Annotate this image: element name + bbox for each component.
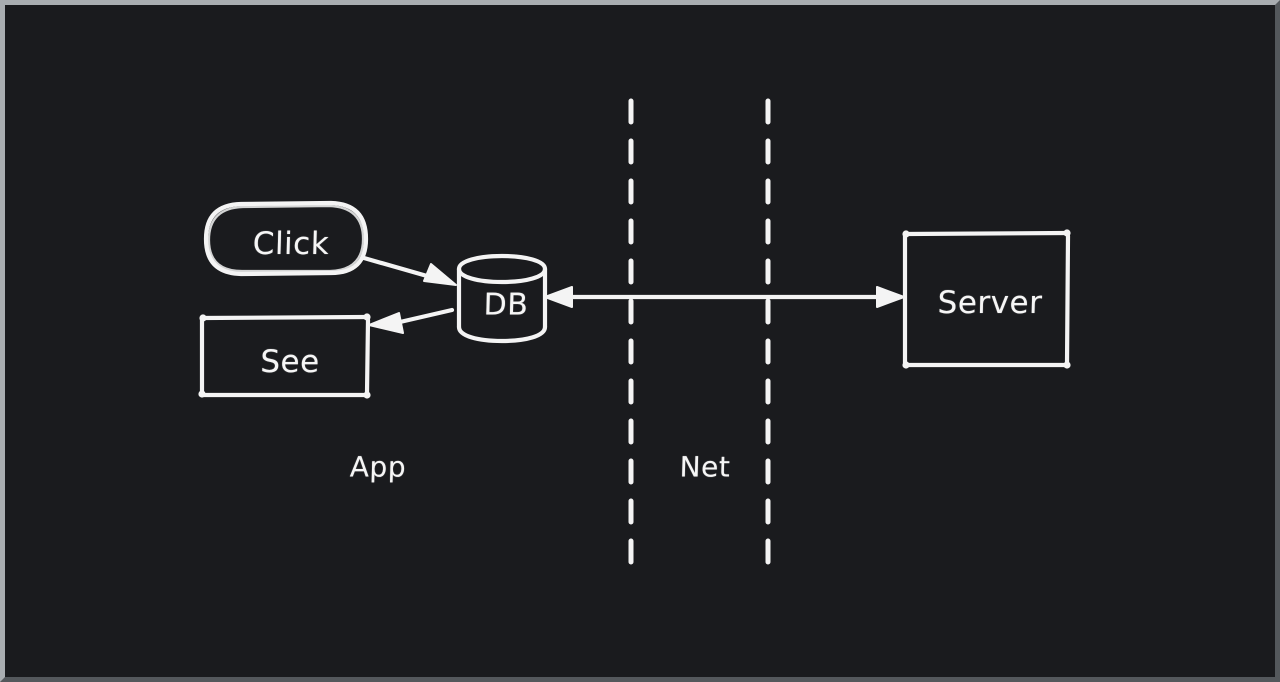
edge-click-to-db[interactable] bbox=[361, 255, 457, 286]
corner-dot bbox=[363, 313, 371, 321]
region-label-net: Net bbox=[679, 450, 731, 484]
corner-dot bbox=[902, 230, 910, 238]
node-click-shape[interactable] bbox=[203, 200, 369, 277]
corner-dot bbox=[902, 361, 910, 369]
corner-dot bbox=[1063, 361, 1071, 369]
node-label-db: DB bbox=[483, 287, 529, 323]
edge-db-to-see[interactable] bbox=[368, 307, 455, 334]
region-label-app: App bbox=[349, 450, 407, 484]
diagram-canvas[interactable]: Click See DB Server App Net bbox=[5, 5, 1275, 677]
corner-dot bbox=[198, 390, 206, 398]
node-see-shape[interactable] bbox=[198, 313, 371, 399]
arrowhead-icon bbox=[368, 312, 404, 334]
node-label-see: See bbox=[259, 344, 321, 380]
arrowhead-icon bbox=[423, 263, 457, 286]
edge-db-server-link[interactable] bbox=[544, 286, 905, 308]
corner-dot bbox=[1063, 229, 1071, 237]
corner-dot bbox=[199, 314, 207, 322]
arrowhead-icon bbox=[544, 286, 573, 308]
arrowhead-icon bbox=[876, 286, 905, 308]
node-label-server: Server bbox=[937, 285, 1043, 321]
node-label-click: Click bbox=[252, 226, 330, 262]
corner-dot bbox=[363, 391, 371, 399]
node-server-shape[interactable] bbox=[902, 229, 1071, 369]
